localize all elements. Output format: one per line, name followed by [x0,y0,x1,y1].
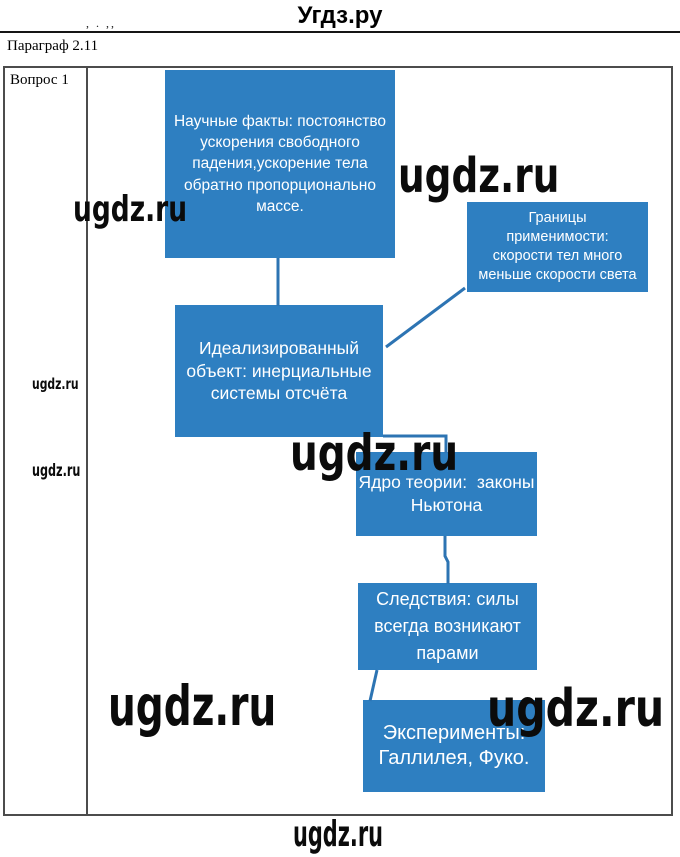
watermark: ugdz.ru [487,679,665,739]
diagram-box-consequences: Следствия: силы всегда возникают парами [358,583,537,670]
site-title: Угдз.ру [297,2,383,29]
diagram-box-theory-core: Ядро теории: законы Ньютона [356,452,537,536]
diagram-box-limits: Границы применимости: скорости тел много… [467,202,648,292]
watermark: ugdz.ru [290,424,459,482]
watermark: ugdz.ru [32,375,79,393]
watermark: ugdz.ru [32,461,81,481]
watermark: ugdz.ru [398,148,560,204]
paragraph-label: Параграф 2.11 [7,38,99,54]
table-column-divider [86,66,88,816]
content-table-border [3,66,673,816]
diagram-box-experiments: Эксперименты: Галлилея, Фуко. [363,700,545,792]
diagram-box-scientific-facts: Научные факты: постоянство ускорения сво… [165,70,395,258]
watermark: ugdz.ru [73,189,188,230]
watermark: ugdz.ru [108,674,277,738]
question-label: Вопрос 1 [10,72,69,88]
diagram-box-idealized-object: Идеализированный объект: инерциальные си… [175,305,383,437]
title-divider-rule [0,31,680,33]
watermark-footer: ugdz.ru [293,814,384,855]
stray-marks: , . ,, [86,16,116,30]
